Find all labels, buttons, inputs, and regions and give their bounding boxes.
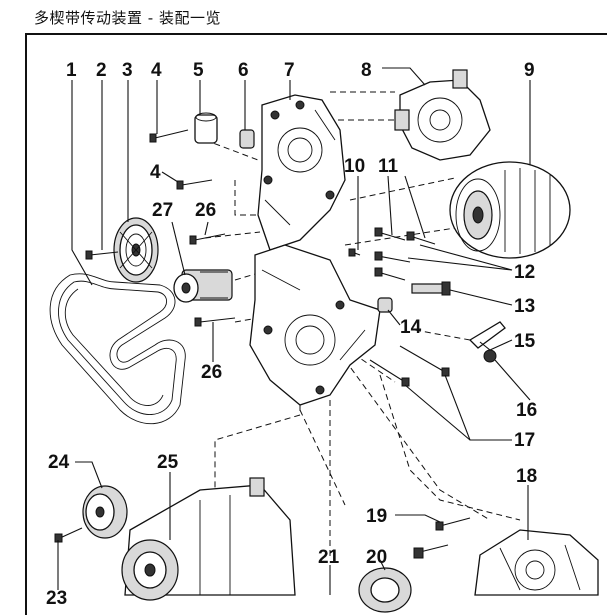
callout-2: 2 bbox=[96, 60, 107, 81]
small-hardware bbox=[377, 297, 506, 363]
callout-26-lower: 26 bbox=[201, 362, 222, 383]
callout-26-upper: 26 bbox=[195, 200, 216, 221]
tensioner-bolts bbox=[189, 233, 236, 327]
callout-4-upper: 4 bbox=[151, 60, 162, 81]
callout-19: 19 bbox=[366, 506, 387, 527]
callout-15: 15 bbox=[514, 331, 536, 352]
diagram-frame bbox=[25, 33, 607, 615]
idler-bolt bbox=[54, 527, 83, 543]
belt-tensioner bbox=[173, 269, 233, 303]
pump-bolts bbox=[413, 517, 471, 559]
coolant-pump bbox=[474, 529, 599, 596]
callout-8: 8 bbox=[361, 60, 372, 81]
exploded-view-drawing: 1 2 3 4 5 6 7 8 9 10 11 4 27 26 12 13 14… bbox=[46, 60, 599, 613]
leader-lines bbox=[57, 67, 531, 595]
callout-17: 17 bbox=[514, 430, 535, 451]
callout-16: 16 bbox=[516, 400, 537, 421]
ribbed-belt bbox=[49, 273, 186, 425]
callout-12: 12 bbox=[514, 262, 535, 283]
callout-27: 27 bbox=[152, 200, 173, 221]
spacer-bushing bbox=[194, 112, 218, 144]
sleeve bbox=[239, 129, 255, 149]
pump-pulley bbox=[358, 567, 412, 613]
callout-11: 11 bbox=[378, 156, 399, 177]
power-steering-pump bbox=[394, 69, 491, 161]
callout-18: 18 bbox=[516, 466, 537, 487]
callout-9: 9 bbox=[524, 60, 535, 81]
callout-24: 24 bbox=[48, 452, 70, 473]
callout-3: 3 bbox=[122, 60, 133, 81]
callout-14: 14 bbox=[400, 317, 422, 338]
callout-5: 5 bbox=[193, 60, 204, 81]
lower-bracket bbox=[249, 244, 381, 406]
callout-1: 1 bbox=[66, 60, 77, 81]
bracket-bolts bbox=[149, 129, 213, 190]
page-title: 多楔带传动装置 - 装配一览 bbox=[34, 9, 221, 27]
callout-6: 6 bbox=[238, 60, 249, 81]
vibration-damper-pulley bbox=[113, 217, 159, 283]
callout-23: 23 bbox=[46, 588, 67, 609]
callout-numbers: 1 2 3 4 5 6 7 8 9 10 11 4 27 26 12 13 14… bbox=[46, 60, 537, 609]
damper-bolt bbox=[85, 250, 119, 260]
callout-13: 13 bbox=[514, 296, 535, 317]
callout-7: 7 bbox=[284, 60, 295, 81]
callout-20: 20 bbox=[366, 547, 387, 568]
alternator-bolts bbox=[348, 227, 451, 296]
assembly-dashed-lines bbox=[204, 91, 521, 595]
callout-21: 21 bbox=[318, 547, 340, 568]
ac-compressor bbox=[121, 477, 296, 601]
alternator bbox=[449, 161, 571, 259]
callout-25: 25 bbox=[157, 452, 179, 473]
idler-pulley bbox=[82, 485, 128, 539]
upper-bracket bbox=[257, 94, 346, 251]
callout-10: 10 bbox=[344, 156, 365, 177]
callout-4-lower: 4 bbox=[150, 162, 161, 183]
